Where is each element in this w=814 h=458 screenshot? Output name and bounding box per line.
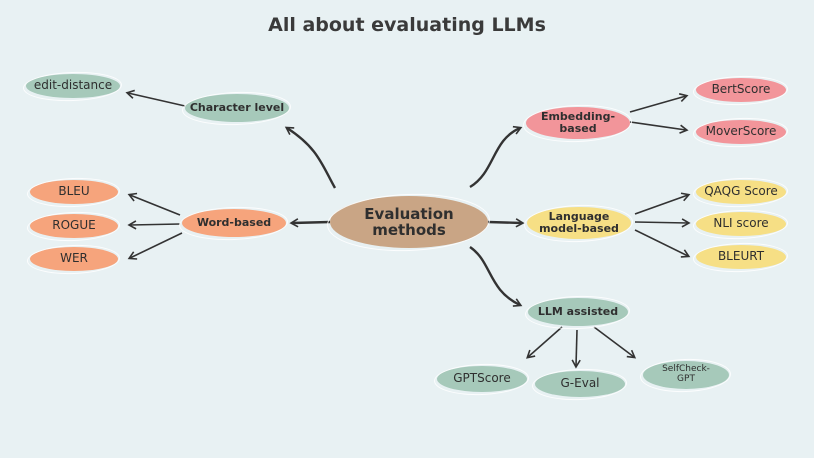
leaf-bleu: BLEU [30, 180, 118, 204]
leaf-qaqg-score: QAQG Score [696, 180, 786, 204]
arrow-to-nli-score [634, 218, 691, 228]
arrow-center-to-llm-assisted [469, 246, 523, 307]
leaf-nli-score: NLI score [696, 212, 786, 236]
leaf-moverscore: MoverScore [696, 120, 786, 144]
arrow-center-to-word-based [289, 218, 331, 228]
leaf-edit-distance: edit-distance [26, 74, 120, 98]
branch-embedding-based: Embedding-based [526, 107, 630, 139]
center-node-evaluation-methods: Evaluation methods [330, 196, 488, 248]
arrow-center-to-language-model-based [487, 218, 525, 228]
arrow-to-rogue [127, 220, 181, 230]
arrow-to-bertscore [629, 93, 689, 113]
arrow-center-to-character-level [284, 126, 337, 189]
leaf-bleurt: BLEURT [696, 245, 786, 269]
branch-character-level: Character level [185, 94, 289, 122]
arrow-to-qaqg-score [634, 192, 691, 215]
branch-word-based: Word-based [182, 209, 286, 237]
page-title: All about evaluating LLMs [268, 14, 546, 36]
arrow-to-selfcheck-gpt [593, 326, 637, 359]
branch-llm-assisted: LLM assisted [528, 298, 628, 326]
arrow-center-to-embedding-based [469, 125, 523, 189]
branch-language-model-based: Language model-based [527, 207, 631, 239]
arrow-to-gptscore [526, 326, 563, 359]
arrow-to-moverscore [629, 121, 689, 134]
leaf-gptscore: GPTScore [437, 366, 527, 392]
leaf-wer: WER [30, 247, 118, 271]
arrow-to-edit-distance [125, 89, 186, 107]
leaf-bertscore: BertScore [696, 78, 786, 102]
arrow-to-wer [127, 232, 183, 260]
arrow-to-bleu [127, 192, 181, 216]
leaf-selfcheck-gpt: SelfCheck-GPT [643, 361, 729, 389]
leaf-rogue: ROGUE [30, 214, 118, 238]
arrow-to-bleurt [634, 229, 691, 258]
leaf-g-eval: G-Eval [535, 371, 625, 397]
arrow-to-g-eval [571, 329, 581, 369]
